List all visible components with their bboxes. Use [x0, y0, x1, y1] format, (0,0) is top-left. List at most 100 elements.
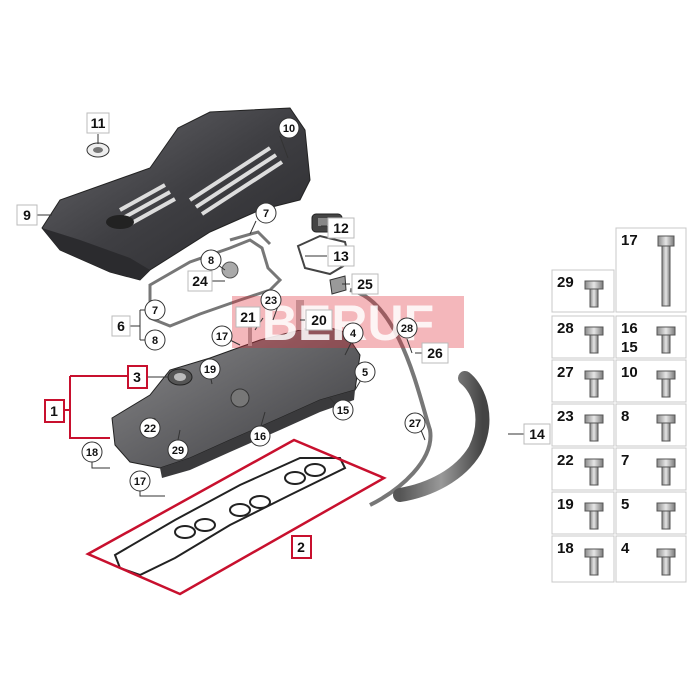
callout-circle-19 [199, 358, 221, 380]
part-cell-frame [615, 491, 687, 535]
part-cell-27: 27 [551, 359, 615, 403]
part-cell-23: 23 [551, 403, 615, 447]
callout-circle-22 [139, 417, 161, 439]
part-icon [656, 414, 676, 442]
part-cell-label: 28 [557, 320, 574, 337]
callout-17b: 17 [134, 476, 146, 488]
callout-12: 12 [333, 220, 349, 236]
part-cell-label: 19 [557, 496, 574, 513]
callout-labels: 1 2 3 11 9 12 13 24 25 6 21 20 26 14 10 … [16, 112, 551, 559]
part-cell-label: 16 [621, 320, 638, 337]
callout-9: 9 [23, 207, 31, 223]
callout-box-9 [16, 204, 38, 226]
part-cell-28: 28 [551, 315, 615, 359]
callout-26: 26 [427, 345, 443, 361]
callout-1: 1 [50, 403, 58, 419]
callout-24: 24 [192, 273, 208, 289]
part-cell-label: 7 [621, 452, 629, 469]
part-cell-8: 8 [615, 403, 687, 447]
callout-box-6 [111, 315, 131, 337]
part-icon [584, 370, 604, 398]
cover-brackets [148, 230, 283, 328]
part-cell-frame [615, 359, 687, 403]
callout-25: 25 [357, 276, 373, 292]
callout-15: 15 [337, 405, 349, 417]
part-cell-22: 22 [551, 447, 615, 491]
part-cell-frame [551, 403, 615, 447]
part-icon [584, 548, 604, 576]
part-cell-label: 17 [621, 232, 638, 249]
callout-10: 10 [283, 123, 295, 135]
callout-circle-8b [144, 329, 166, 351]
callout-8a: 8 [208, 255, 214, 267]
part-cell-18: 18 [551, 535, 615, 583]
part-cell-label: 27 [557, 364, 574, 381]
part-cell-label: 5 [621, 496, 629, 513]
part-icon [584, 414, 604, 442]
callout-circle-4 [342, 322, 364, 344]
callout-box-24 [187, 270, 213, 292]
callout-box-1 [44, 399, 65, 423]
callout-box-3 [127, 365, 148, 389]
callout-20: 20 [311, 312, 327, 328]
part-cell-label: 8 [621, 408, 629, 425]
part-icon [657, 235, 675, 307]
callout-3: 3 [133, 369, 141, 385]
callout-17a: 17 [216, 331, 228, 343]
callout-circle-15 [332, 399, 354, 421]
part-cell-frame [551, 491, 615, 535]
part-cell-17: 17 [615, 227, 687, 313]
callout-box-21 [235, 306, 261, 328]
callout-box-2 [291, 535, 312, 559]
part-cell-frame [615, 535, 687, 583]
callout-box-26 [421, 342, 449, 364]
callout-14: 14 [529, 426, 545, 442]
part-cell-frame [615, 447, 687, 491]
part-icon [656, 548, 676, 576]
callout-circle-10 [278, 117, 300, 139]
part-cell-label: 10 [621, 364, 638, 381]
callout-21: 21 [240, 309, 256, 325]
highlight-brackets [62, 375, 387, 596]
part-cell-5: 5 [615, 491, 687, 535]
callout-28: 28 [401, 323, 413, 335]
callout-22: 22 [144, 423, 156, 435]
callout-13: 13 [333, 248, 349, 264]
callout-8b: 8 [152, 335, 158, 347]
part-icon [656, 326, 676, 354]
callout-circle-18 [81, 441, 103, 463]
callout-7a: 7 [263, 208, 269, 220]
part-cell-4: 4 [615, 535, 687, 583]
part-icon [584, 458, 604, 486]
part-cell-frame [615, 403, 687, 447]
part-cell-10: 10 [615, 359, 687, 403]
callout-box-14 [523, 423, 551, 445]
part-icon [584, 326, 604, 354]
part-cell-29: 29 [551, 269, 615, 313]
callout-circle-7b [144, 299, 166, 321]
callout-box-25 [351, 273, 379, 295]
callout-23: 23 [265, 295, 277, 307]
part-cell-19: 19 [551, 491, 615, 535]
callout-6: 6 [117, 318, 125, 334]
part-cell-frame [551, 315, 615, 359]
part-cell-label: 18 [557, 540, 574, 557]
part-icon [584, 280, 604, 308]
callout-circle-17b [129, 470, 151, 492]
callout-29: 29 [172, 445, 184, 457]
engine-cover [41, 107, 311, 281]
part-icon [656, 502, 676, 530]
callout-circle-27 [404, 412, 426, 434]
callout-2: 2 [297, 539, 305, 555]
part-cell-frame [615, 315, 687, 359]
part-cell-frame [551, 447, 615, 491]
callout-circle-8a [200, 249, 222, 271]
callout-box-11 [86, 112, 110, 134]
part-cell-label: 23 [557, 408, 574, 425]
callout-box-12 [327, 217, 355, 239]
callout-7b: 7 [152, 305, 158, 317]
part-cell-frame [551, 535, 615, 583]
